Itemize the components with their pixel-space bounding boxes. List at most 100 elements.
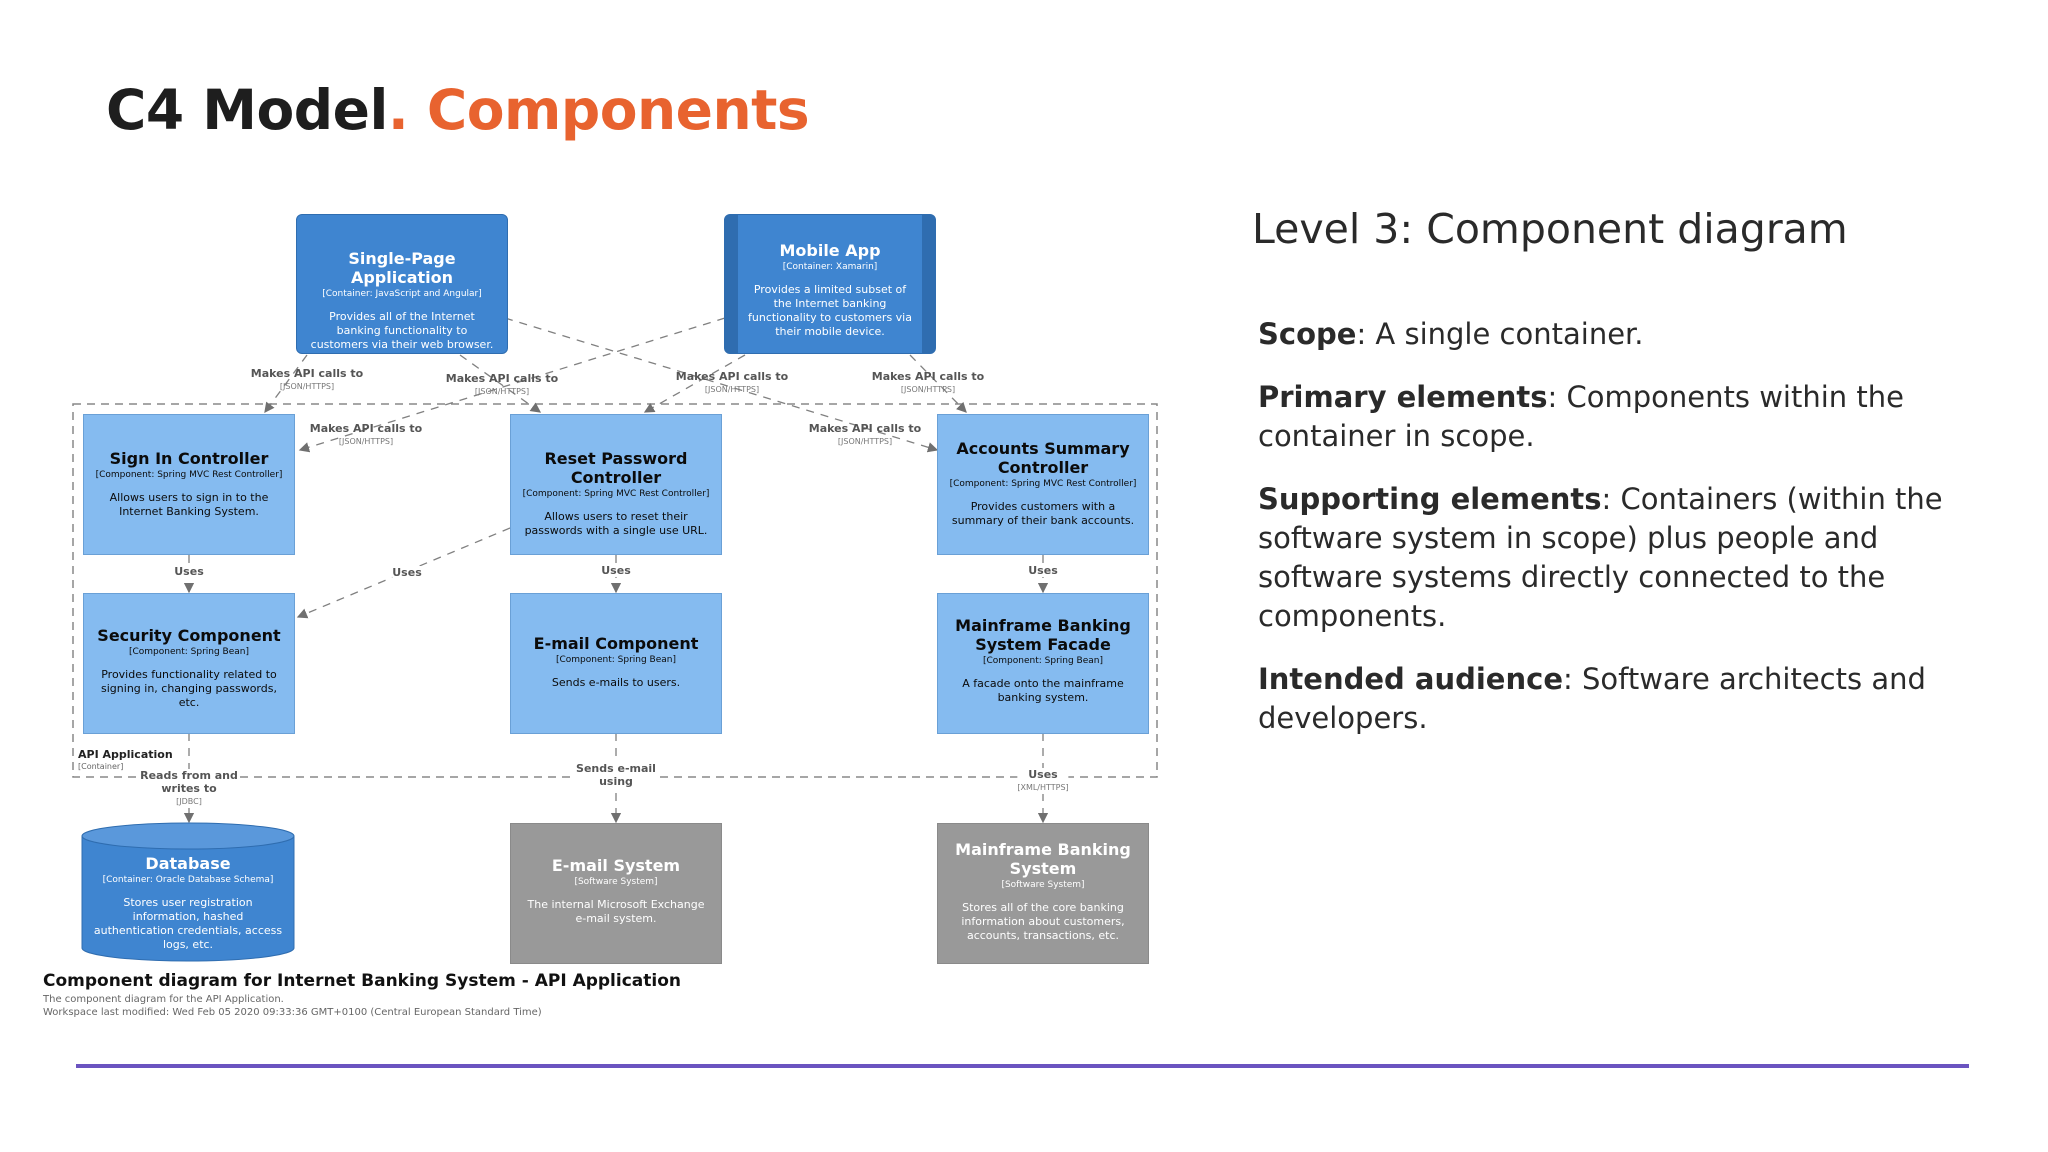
rel-label: Uses [392,566,422,579]
security-name: Security Component [97,626,281,645]
rel-label: Reads from and writes to [140,769,238,795]
intended-audience-paragraph: Intended audience: Software architects a… [1258,660,1972,738]
boundary-name: API Application [78,748,173,761]
spa-desc: Provides all of the Internet banking fun… [310,310,494,351]
rel-label: Makes API calls to [445,372,559,385]
level-title: Level 3: Component diagram [1252,205,1848,253]
reset-desc: Allows users to reset their passwords wi… [524,510,708,537]
title-accent: . Components [387,78,810,142]
email-type: [Component: Spring Bean] [555,655,676,665]
email-system-desc: The internal Microsoft Exchange e-mail s… [527,898,705,925]
facade-type: [Component: Spring Bean] [982,656,1103,666]
reset-name: Reset Password Controller [544,449,688,487]
rel-spa-signin: Makes API calls to [JSON/HTTPS] [251,367,363,393]
rel-signin-security: Uses [174,565,204,578]
rel-reset-email: Uses [601,564,631,577]
spa-container: Single-Page Application [Container: Java… [296,214,508,354]
rel-spa-reset: Makes API calls to [JSON/HTTPS] [446,372,558,398]
rel-tech: [JSON/HTTPS] [837,437,893,446]
edge-spa-accounts [504,317,939,453]
audience-term: Intended audience [1258,662,1563,696]
footer-divider [76,1064,1969,1068]
rel-reset-security: Uses [392,566,422,579]
rel-security-db: Reads from and writes to [JDBC] [139,769,239,808]
email-component: E-mail Component [Component: Spring Bean… [510,593,722,734]
edge-spa-reset [459,354,542,413]
api-boundary-label: API Application [Container] [78,749,173,773]
rel-tech: [XML/HTTPS] [1017,783,1069,792]
scope-paragraph: Scope: A single container. [1258,315,1972,354]
edge-spa-signin [264,354,308,414]
security-type: [Component: Spring Bean] [128,647,249,657]
supporting-elements-paragraph: Supporting elements: Containers (within … [1258,480,1972,636]
audience-text: : Software architects and developers. [1258,662,1926,735]
spa-name: Single-Page Application [348,249,456,287]
rel-label: Makes API calls to [250,367,364,380]
security-desc: Provides functionality related to signin… [101,668,277,709]
rel-mobile-accounts: Makes API calls to [JSON/HTTPS] [872,370,984,396]
rel-label: Uses [1028,768,1058,781]
edge-mobile-accounts [909,354,967,413]
email-system-name: E-mail System [551,856,681,875]
edge-mobile-reset [643,354,746,413]
signin-type: [Component: Spring MVC Rest Controller] [95,470,283,480]
rel-tech: [JSON/HTTPS] [704,385,760,394]
database-container: Database [Container: Oracle Database Sch… [82,850,294,960]
mobile-desc: Provides a limited subset of the Interne… [748,283,912,338]
mainframe-desc: Stores all of the core banking informati… [961,901,1125,942]
primary-elements-paragraph: Primary elements: Components within the … [1258,378,1972,456]
rel-label: Uses [1028,564,1058,577]
diagram-caption-title: Component diagram for Internet Banking S… [43,971,681,991]
mainframe-name: Mainframe Banking System [955,840,1131,878]
rel-label: Makes API calls to [808,422,922,435]
rel-email-emailsys: Sends e-mail using [576,762,656,788]
primary-text: : Components within the container in sco… [1258,380,1904,453]
reset-password-controller: Reset Password Controller [Component: Sp… [510,414,722,555]
rel-tech: [JDBC] [176,797,202,806]
database-name: Database [145,854,231,873]
supporting-text: : Containers (within the software system… [1258,482,1943,633]
mainframe-facade-component: Mainframe Banking System Facade [Compone… [937,593,1149,734]
rel-mobile-signin: Makes API calls to [JSON/HTTPS] [310,422,422,448]
database-type: [Container: Oracle Database Schema] [102,875,274,885]
accounts-name: Accounts Summary Controller [956,439,1130,477]
accounts-desc: Provides customers with a summary of the… [951,500,1135,527]
supporting-term: Supporting elements [1258,482,1602,516]
database-desc: Stores user registration information, ha… [93,896,283,951]
boundary-type: [Container] [78,762,124,771]
accounts-summary-controller: Accounts Summary Controller [Component: … [937,414,1149,555]
scope-term: Scope [1258,317,1357,351]
email-system: E-mail System [Software System] The inte… [510,823,722,964]
slide-title: C4 Model. Components [106,78,810,142]
rel-label: Uses [174,565,204,578]
rel-label: Uses [601,564,631,577]
signin-controller: Sign In Controller [Component: Spring MV… [83,414,295,555]
rel-accounts-facade: Uses [1028,564,1058,577]
mobile-type: [Container: Xamarin] [782,262,878,272]
rel-tech: [JSON/HTTPS] [900,385,956,394]
rel-tech: [JSON/HTTPS] [279,382,335,391]
email-desc: Sends e-mails to users. [551,676,681,689]
signin-desc: Allows users to sign in to the Internet … [109,491,269,518]
email-system-type: [Software System] [574,877,658,887]
title-main: C4 Model [106,78,388,142]
reset-type: [Component: Spring MVC Rest Controller] [522,489,710,499]
database-shape [81,836,295,962]
rel-tech: [JSON/HTTPS] [338,437,394,446]
accounts-type: [Component: Spring MVC Rest Controller] [949,479,1137,489]
rel-label: Sends e-mail using [576,762,656,788]
signin-name: Sign In Controller [109,449,269,468]
rel-tech: [JSON/HTTPS] [474,387,530,396]
scope-text: : A single container. [1356,317,1644,351]
mainframe-type: [Software System] [1001,880,1085,890]
description-panel: Level 3: Component diagram Scope: A sing… [1252,205,1972,762]
rel-label: Makes API calls to [309,422,423,435]
primary-term: Primary elements [1258,380,1548,414]
rel-label: Makes API calls to [871,370,985,383]
rel-facade-mainframe: Uses [XML/HTTPS] [1017,768,1069,794]
rel-mobile-reset: Makes API calls to [JSON/HTTPS] [676,370,788,396]
security-component: Security Component [Component: Spring Be… [83,593,295,734]
component-diagram: Single-Page Application [Container: Java… [43,214,1158,1018]
facade-desc: A facade onto the mainframe banking syst… [962,677,1124,704]
mobile-app-container: Mobile App [Container: Xamarin] Provides… [724,214,936,354]
